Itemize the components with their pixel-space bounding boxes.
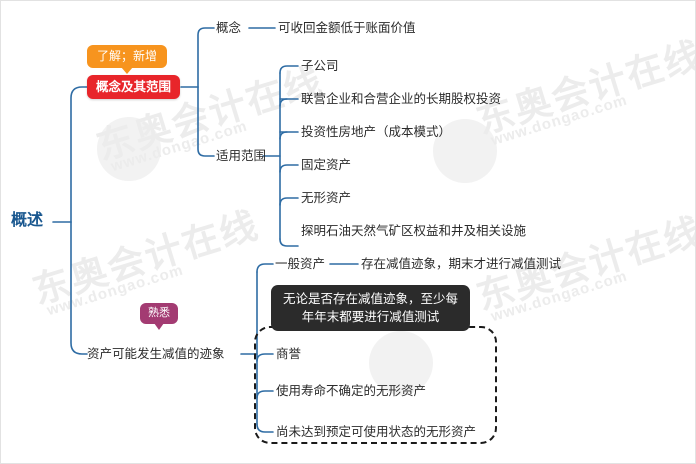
node-scope[interactable]: 适用范围 [216,149,267,163]
watermark-brand-right: 东奥会计在线 [471,34,696,142]
watermark-dot-left [97,117,161,181]
node-annual-item-2[interactable]: 尚未达到预定可使用状态的无形资产 [276,425,477,439]
node-concept[interactable]: 概念 [216,21,242,35]
node-scope-item-5[interactable]: 探明石油天然气矿区权益和井及相关设施 [301,224,527,238]
badge-signs[interactable]: 熟悉 [140,303,178,330]
badge-concept-scope[interactable]: 了解；新增 [87,45,168,74]
watermark-url-left: www.dongao.com [109,117,250,176]
watermark-url-right: www.dongao.com [489,91,630,150]
node-scope-item-3[interactable]: 固定资产 [301,158,352,172]
node-general-asset-detail[interactable]: 存在减值迹象，期末才进行减值测试 [361,257,562,271]
node-general-asset[interactable]: 一般资产 [275,257,326,271]
node-annual-item-0[interactable]: 商誉 [276,347,302,361]
node-scope-item-1[interactable]: 联营企业和合营企业的长期股权投资 [301,92,502,106]
node-scope-item-0[interactable]: 子公司 [301,59,339,73]
annual-test-note-line1: 无论是否存在减值迹象，至少每 [283,292,459,306]
badge-concept-scope-label: 了解；新增 [97,49,158,63]
annual-test-note-line2: 年年末都要进行减值测试 [301,310,440,324]
node-impairment-signs[interactable]: 资产可能发生减值的迹象 [87,347,225,361]
badge-tail-icon [121,67,133,74]
badge-signs-label: 熟悉 [148,307,170,319]
watermark-url-bottom-right: www.dongao.com [489,267,630,326]
annual-test-note[interactable]: 无论是否存在减值迹象，至少每 年年末都要进行减值测试 [271,285,471,331]
badge-tail-icon [154,323,164,330]
root-node[interactable]: 概述 [11,212,44,229]
node-concept-detail[interactable]: 可收回金额低于账面价值 [278,21,416,35]
watermark-brand-bottom-left: 东奥会计在线 [27,204,264,312]
node-scope-item-4[interactable]: 无形资产 [301,191,352,205]
node-annual-item-1[interactable]: 使用寿命不确定的无形资产 [276,384,427,398]
node-concept-and-scope[interactable]: 概念及其范围 [87,75,181,99]
node-scope-item-2[interactable]: 投资性房地产（成本模式） [301,125,452,139]
